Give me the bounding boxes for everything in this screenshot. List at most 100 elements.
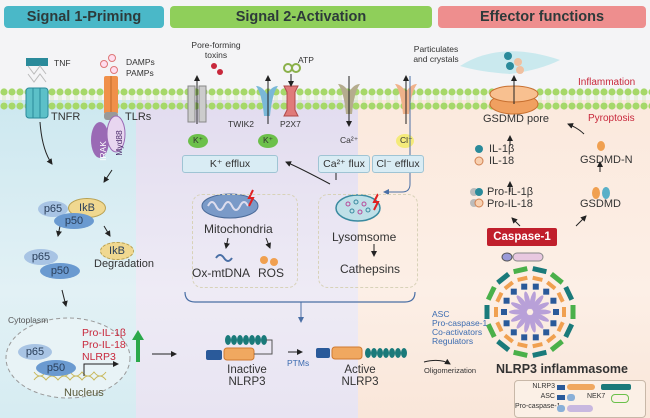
legend-nlrp3-lrr: [601, 384, 631, 390]
k-efflux-box: K⁺ efflux: [182, 155, 278, 173]
pro-il18-label: Pro-IL-18: [487, 198, 533, 210]
ca-flux-box: Ca²⁺ flux: [318, 155, 370, 173]
gsdmd-n-icon: [597, 141, 605, 151]
gene-nlrp3: NLRP3: [82, 351, 116, 363]
tnfr-label: TNFR: [51, 111, 81, 123]
inactive-nlrp3-icon: [206, 335, 273, 361]
nlrp3-unit: [546, 280, 557, 291]
asc-unit: [510, 288, 517, 295]
twik2-label: TWIK2: [228, 119, 254, 129]
irak-myd88-icon: [91, 115, 126, 158]
procaspase-icon: [501, 252, 544, 262]
p65-protein: p65: [24, 249, 58, 265]
procaspase-spoke: [516, 295, 529, 310]
nlrp3-unit: [503, 280, 514, 291]
lrr-unit: [484, 305, 490, 319]
k-ion-label: K⁺: [193, 135, 204, 145]
ox-mtdna-label: Ox-mtDNA: [192, 266, 250, 280]
p2x7-channel-icon: [283, 63, 301, 117]
component-co-activators: Co-activators: [432, 327, 483, 337]
component-regulators: Regulators: [432, 336, 474, 346]
oligomerization-label: Oligomerization: [424, 366, 477, 375]
procaspase-spoke: [516, 314, 529, 329]
il1b-label: IL-1β: [489, 143, 515, 155]
mitochondria-box: [192, 194, 298, 288]
ros-label: ROS: [258, 266, 285, 280]
nlrp3-unit: [517, 275, 528, 282]
p50-protein: p50: [36, 360, 76, 376]
nlrp3-inflammasome-icon: [484, 266, 576, 358]
nlrp3-unit: [562, 307, 566, 317]
il18-label: IL-18: [489, 155, 515, 167]
damps-label: DAMPs: [126, 57, 155, 67]
myd88-label: Myd88: [113, 130, 124, 156]
pamps-label: PAMPs: [126, 68, 154, 78]
inflammasome-label: NLRP3 inflammasome: [496, 362, 628, 376]
nlrp3-unit: [532, 275, 543, 282]
particulates-arrow: [383, 76, 411, 195]
k-ion-icon: [188, 134, 208, 148]
p50-protein: p50: [40, 263, 80, 279]
component-pro-caspase-1: Pro-caspase-1: [432, 318, 488, 328]
gsdmd-n-label: GSDMD-N: [580, 154, 633, 166]
lrr-unit: [496, 272, 511, 285]
tlrs-label: TLRs: [125, 111, 152, 123]
calcium-channel-icon: [338, 76, 360, 127]
procaspase-spoke: [524, 314, 531, 333]
lrr-unit: [549, 339, 564, 352]
p65-protein: p65: [18, 344, 52, 360]
asc-unit: [521, 334, 528, 341]
nlrp3-unit: [556, 291, 565, 303]
active-nlrp3-icon: [316, 346, 407, 360]
p2x7-label: P2X7: [280, 119, 301, 129]
procaspase-spoke: [524, 291, 531, 310]
ros-icon: [260, 256, 278, 266]
damps-pamps-icon: [100, 54, 118, 74]
lrr-unit: [485, 285, 497, 301]
asc-unit: [503, 297, 510, 304]
lrr-unit: [532, 349, 547, 358]
legend-nlrp3-nacht: [567, 384, 595, 390]
procaspase-spoke: [511, 312, 528, 322]
asc-unit: [543, 288, 550, 295]
ptms-label: PTMs: [287, 358, 310, 368]
gene-pro-il1b: Pro-IL-1β: [82, 327, 126, 339]
legend-nlrp3-label: NLRP3: [532, 383, 555, 390]
ca-ion-label: Ca²⁺: [340, 135, 359, 145]
pore-toxins-label: Pore-forming toxins: [191, 40, 241, 60]
upregulation-arrow-icon: [132, 330, 144, 362]
particulates-label: Particulates and crystals: [413, 44, 459, 64]
cell-membrane: [0, 88, 650, 110]
procaspase-spoke: [532, 312, 549, 322]
asc-unit: [550, 320, 557, 327]
effector-header: Effector functions: [438, 6, 646, 28]
gsdmd-label: GSDMD: [580, 198, 621, 210]
gsdmd-icon: [592, 187, 610, 199]
procaspase-spoke: [532, 302, 549, 312]
atp-label: ATP: [298, 55, 314, 65]
caspase-1-badge: Caspase-1: [487, 228, 557, 246]
cathepsins-label: Cathepsins: [340, 262, 401, 276]
pyroptosis-label: Pyroptosis: [588, 113, 635, 124]
legend-asc-label: ASC: [540, 393, 555, 400]
legend-nek7-label: NEK7: [587, 393, 606, 400]
il1b-icon: [475, 145, 483, 153]
lrr-unit: [570, 305, 576, 319]
degradation-label: Degradation: [94, 258, 154, 270]
procaspase-spoke: [531, 295, 544, 310]
procaspase-spoke: [529, 291, 536, 310]
pro-il1b-label: Pro-IL-1β: [487, 186, 534, 198]
ox-mtdna-icon: [215, 254, 233, 262]
pro-il18-icon: [470, 198, 484, 208]
lrr-unit: [485, 323, 497, 339]
nucleus-label: Nucleus: [64, 387, 104, 399]
cytoplasm-label: Cytoplasm: [8, 315, 49, 325]
procaspase-spoke: [511, 302, 528, 312]
ikb-degraded-protein: IkB: [100, 242, 134, 260]
nlrp3-unit: [495, 321, 504, 333]
twik2-channel-icon: [256, 75, 278, 124]
asc-unit: [510, 329, 517, 336]
nlrp3-unit: [495, 291, 504, 303]
nlrp3-unit: [546, 333, 557, 344]
k-ion-icon: [258, 134, 278, 148]
